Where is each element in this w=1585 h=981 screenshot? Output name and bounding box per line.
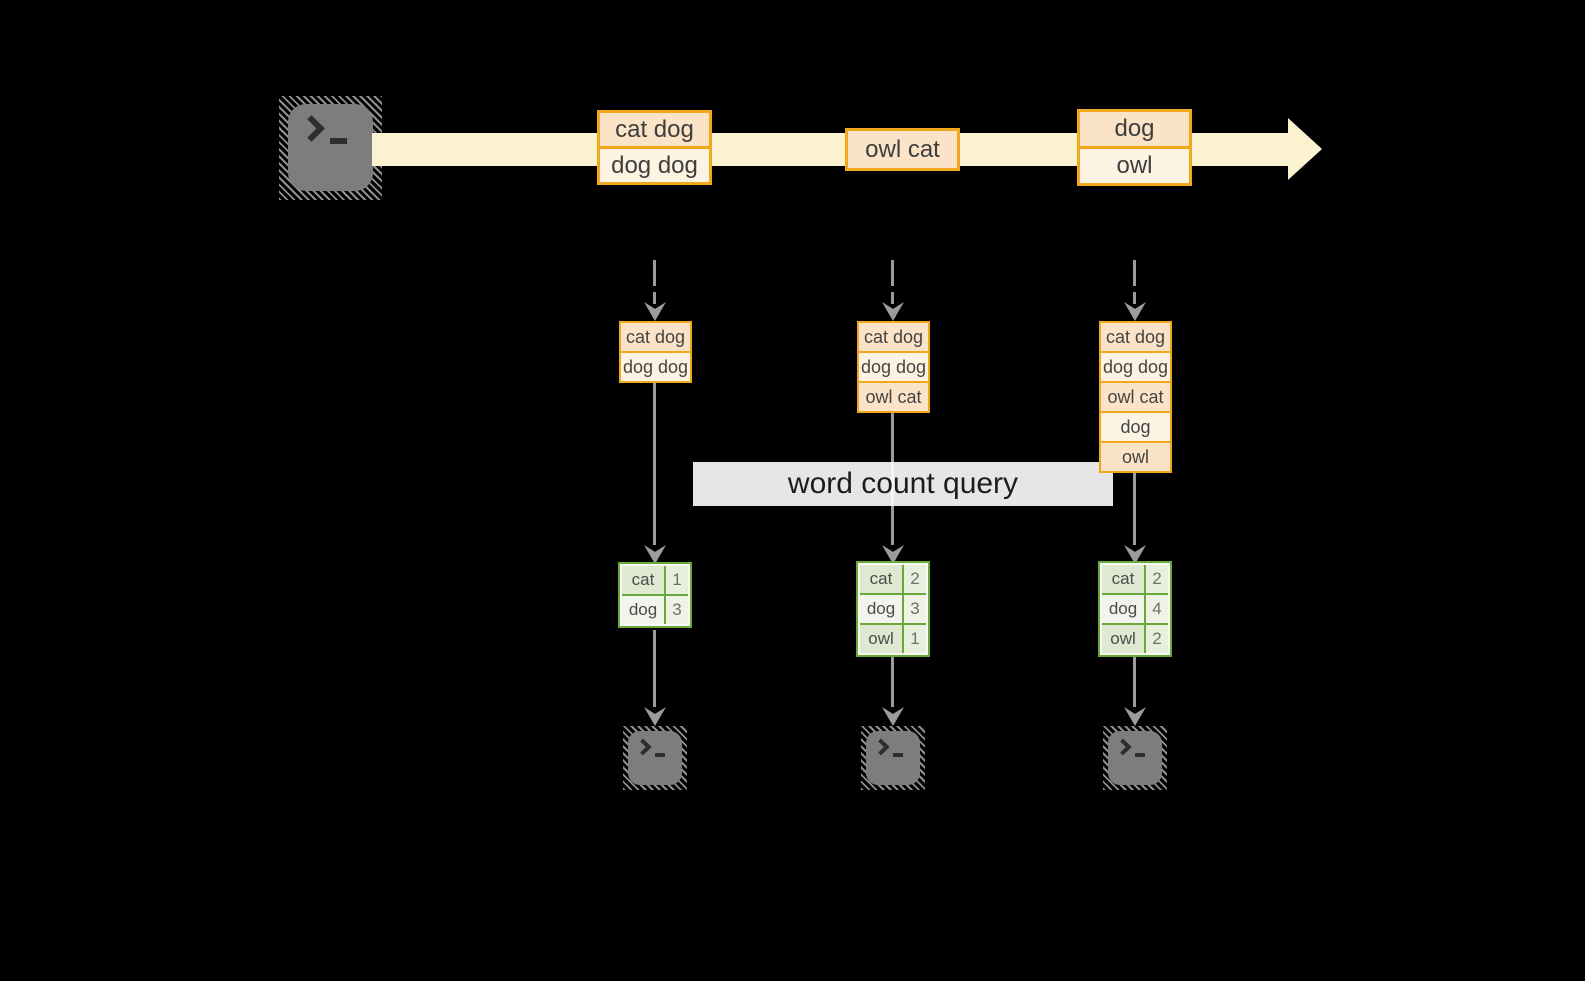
terminal-prompt-icon (634, 738, 652, 756)
query-label-band: word count query (693, 462, 1113, 506)
terminal-cursor-icon (330, 138, 347, 144)
terminal-cursor-icon (893, 753, 903, 757)
buffer-row: owl (1099, 441, 1172, 473)
buffer-row: owl cat (1099, 381, 1172, 413)
source-terminal-icon (279, 96, 382, 200)
count-cell: 3 (666, 596, 688, 624)
buffer-row: dog dog (619, 351, 692, 383)
word-cell: cat (622, 566, 664, 594)
query-arrow-line (1133, 473, 1136, 545)
query-label: word count query (787, 467, 1019, 500)
dashed-arrowhead-icon (1124, 302, 1146, 321)
output-arrowhead-icon (1124, 707, 1146, 726)
word-count-table-3: cat 2 dog 4 owl 2 (1098, 561, 1172, 657)
dashed-arrowhead-icon (882, 302, 904, 321)
stream-event: owl cat (845, 128, 960, 171)
output-arrowhead-icon (644, 707, 666, 726)
word-cell: owl (860, 625, 902, 653)
terminal-screen (628, 731, 682, 785)
word-count-table-2: cat 2 dog 3 owl 1 (856, 561, 930, 657)
terminal-prompt-icon (298, 115, 325, 142)
stream-event-group-2: owl cat (845, 128, 960, 171)
event-buffer-stack-1: cat dog dog dog (619, 321, 692, 383)
stream-event: dog (1077, 109, 1192, 149)
event-buffer-stack-2: cat dog dog dog owl cat (857, 321, 930, 413)
dashed-arrow-line (891, 260, 894, 304)
output-terminal-icon-1 (623, 726, 687, 790)
buffer-row: dog dog (1099, 351, 1172, 383)
buffer-row: cat dog (619, 321, 692, 353)
count-cell: 4 (1146, 595, 1168, 623)
output-arrow-line (653, 630, 656, 707)
terminal-prompt-icon (1114, 738, 1132, 756)
dashed-arrowhead-icon (644, 302, 666, 321)
terminal-prompt-icon (872, 738, 890, 756)
output-terminal-icon-2 (861, 726, 925, 790)
dashed-arrow-line (1133, 260, 1136, 304)
terminal-screen (288, 104, 373, 191)
stream-event-group-1: cat dog dog dog (597, 110, 712, 185)
buffer-row: dog (1099, 411, 1172, 443)
word-cell: dog (860, 595, 902, 623)
count-cell: 1 (904, 625, 926, 653)
word-cell: cat (860, 565, 902, 593)
buffer-row: owl cat (857, 381, 930, 413)
output-arrowhead-icon (882, 707, 904, 726)
word-count-table-1: cat 1 dog 3 (618, 562, 692, 628)
stream-event: dog dog (597, 146, 712, 185)
count-cell: 2 (904, 565, 926, 593)
stream-event-group-3: dog owl (1077, 109, 1192, 186)
buffer-row: cat dog (857, 321, 930, 353)
word-cell: owl (1102, 625, 1144, 653)
word-cell: dog (622, 596, 664, 624)
stream-arrowhead-icon (1288, 118, 1322, 180)
count-cell: 2 (1146, 565, 1168, 593)
word-cell: cat (1102, 565, 1144, 593)
query-arrow-line (653, 383, 656, 545)
count-cell: 2 (1146, 625, 1168, 653)
buffer-row: dog dog (857, 351, 930, 383)
event-buffer-stack-3: cat dog dog dog owl cat dog owl (1099, 321, 1172, 473)
count-cell: 3 (904, 595, 926, 623)
count-cell: 1 (666, 566, 688, 594)
dashed-arrow-line (653, 260, 656, 304)
output-terminal-icon-3 (1103, 726, 1167, 790)
terminal-screen (866, 731, 920, 785)
output-arrow-line (891, 657, 894, 707)
stream-event: owl (1077, 146, 1192, 186)
buffer-row: cat dog (1099, 321, 1172, 353)
stream-event: cat dog (597, 110, 712, 149)
terminal-screen (1108, 731, 1162, 785)
output-arrow-line (1133, 657, 1136, 707)
terminal-cursor-icon (1135, 753, 1145, 757)
word-cell: dog (1102, 595, 1144, 623)
terminal-cursor-icon (655, 753, 665, 757)
